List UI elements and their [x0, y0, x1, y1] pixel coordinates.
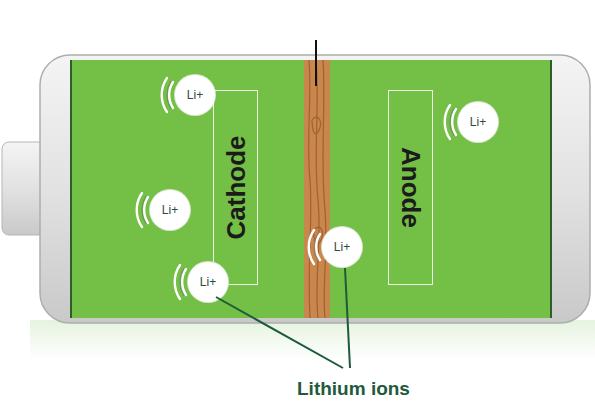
ion-label: Li+ — [470, 115, 486, 129]
ion-circle: Li+ — [458, 102, 498, 142]
ion-circle: Li+ — [150, 190, 190, 230]
electrode-label: Anode — [395, 147, 426, 228]
callout-label: Lithium ions — [297, 378, 410, 400]
shadow-glow — [30, 320, 595, 360]
electrode-box: Anode — [388, 90, 433, 285]
ion-circle: Li+ — [188, 262, 228, 302]
leader-line — [216, 297, 343, 368]
electrode-label: Cathode — [220, 136, 251, 240]
wood-grain — [309, 60, 326, 318]
wire — [315, 40, 317, 86]
ion-label: Li+ — [334, 240, 350, 254]
ion-label: Li+ — [162, 203, 178, 217]
battery-shell — [40, 55, 590, 323]
separator — [304, 60, 330, 318]
ion-circle: Li+ — [175, 75, 215, 115]
shell-edge — [550, 60, 552, 318]
electrolyte — [70, 60, 552, 318]
ion-label: Li+ — [200, 275, 216, 289]
electrode-box: Cathode — [213, 90, 258, 285]
leader-line — [345, 268, 350, 368]
shell-edge — [70, 60, 72, 318]
ion-label: Li+ — [187, 88, 203, 102]
ion-circle: Li+ — [322, 227, 362, 267]
